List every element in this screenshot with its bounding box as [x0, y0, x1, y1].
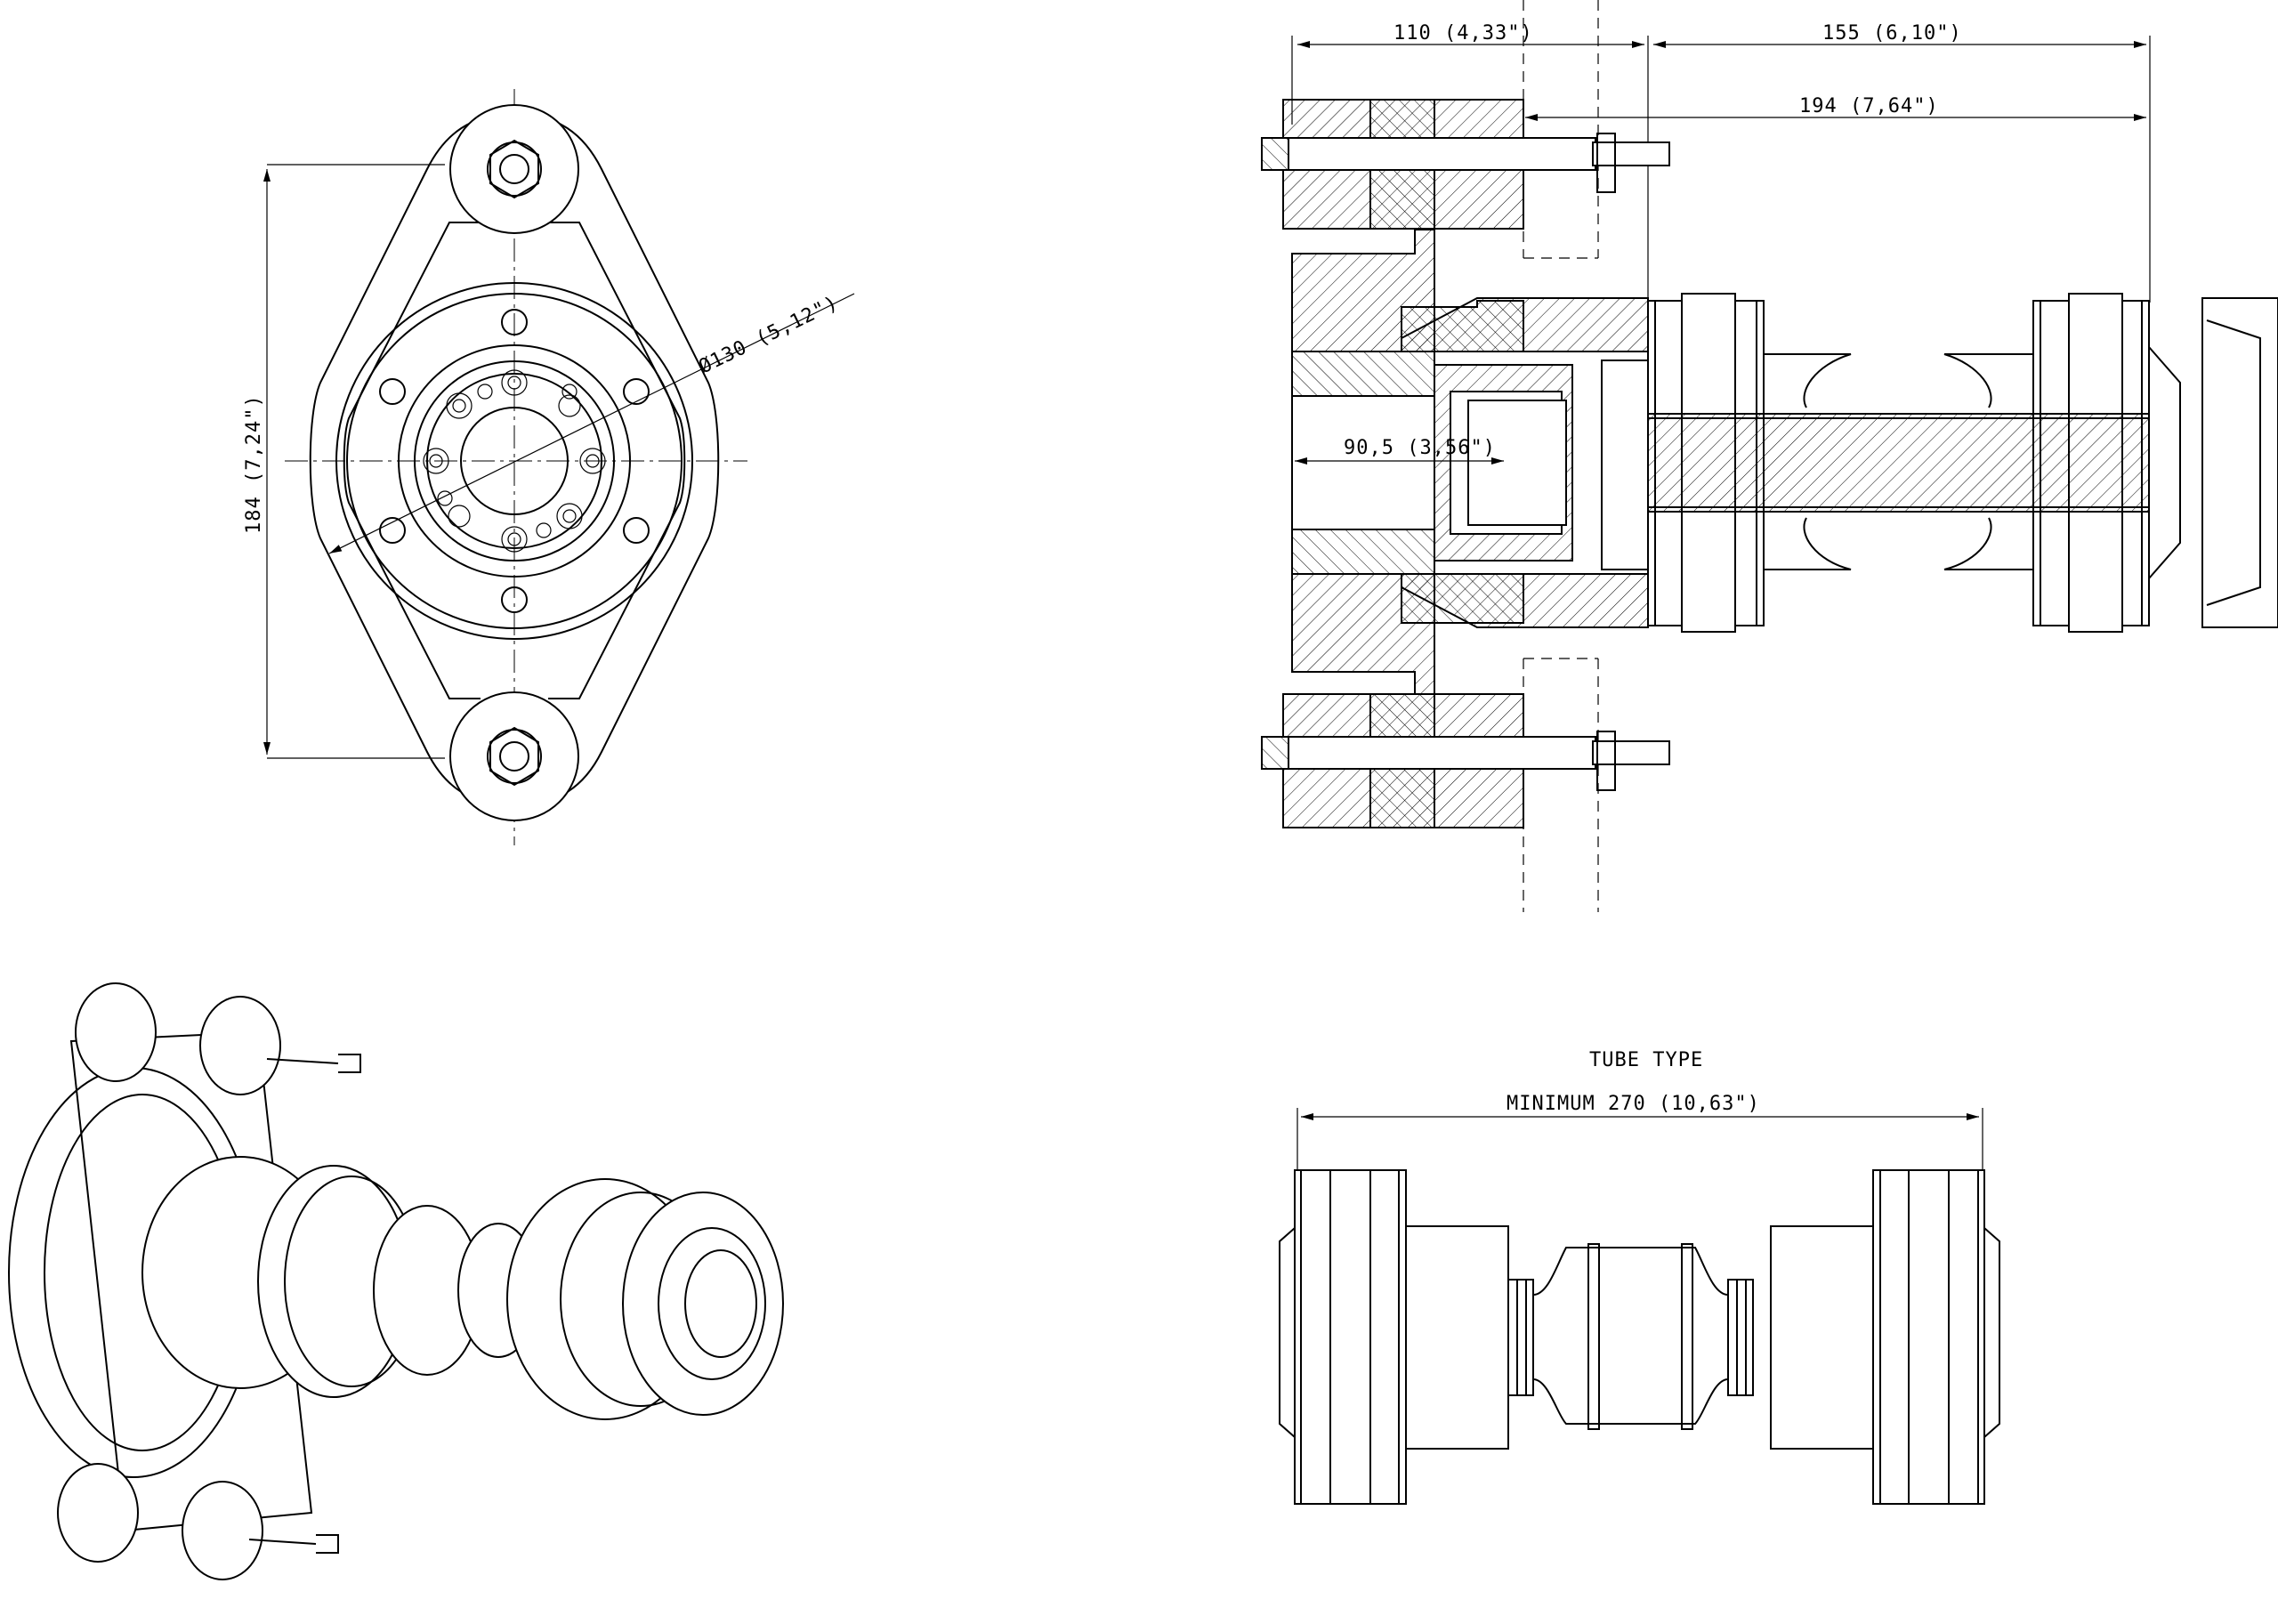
bottom-boss [449, 691, 579, 821]
dim-194-label: 194 (7,64") [1799, 95, 1939, 117]
top-boss [449, 104, 579, 234]
dim-height-label: 184 (7,24") [243, 394, 265, 534]
isometric-view [8, 982, 784, 1580]
tube-min-dim-label: MINIMUM 270 (10,63") [1507, 1093, 1760, 1115]
dim-diameter-label: Ø130 (5,12") [696, 292, 843, 378]
front-view: 184 (7,24") Ø130 (5,12") [243, 89, 855, 845]
tube-type-view: TUBE TYPE MINIMUM 270 (10,63") [1279, 1049, 2000, 1505]
tube-type-title: TUBE TYPE [1589, 1049, 1703, 1071]
dim-155-label: 155 (6,10") [1822, 22, 1962, 44]
dim-110-label: 110 (4,33") [1393, 22, 1533, 44]
section-view: 110 (4,33") 155 (6,10") 194 (7,64") [1261, 0, 2278, 912]
dim-90-5-label: 90,5 (3,56") [1344, 437, 1496, 459]
